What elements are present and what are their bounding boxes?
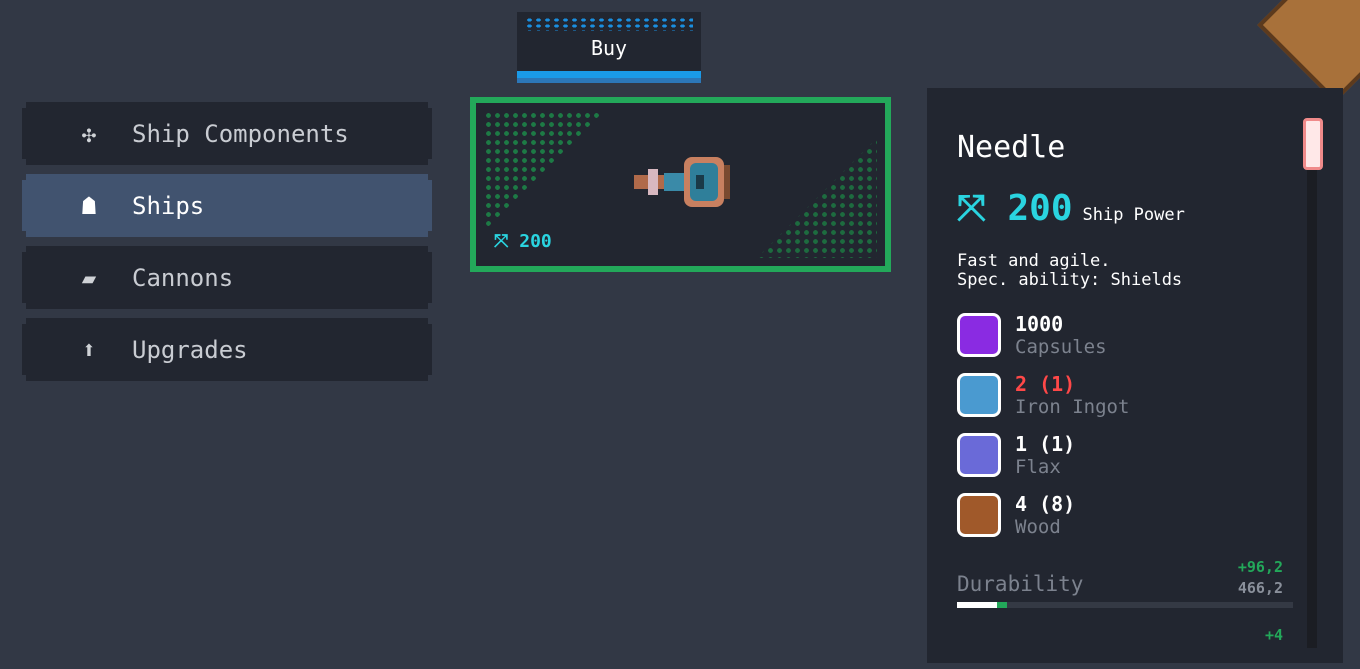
ship-power: ⤧ 200 Ship Power bbox=[957, 188, 1185, 230]
menu-item-cannons[interactable]: ▰ Cannons bbox=[22, 246, 432, 309]
capsule-icon bbox=[957, 313, 1001, 357]
fan-icon: ✣ bbox=[81, 119, 97, 148]
tab-buy[interactable]: Buy bbox=[517, 12, 701, 83]
menu-item-label: Upgrades bbox=[132, 335, 248, 364]
menu-item-ships[interactable]: ☗ Ships bbox=[22, 174, 432, 237]
menu-item-upgrades[interactable]: ⬆ Upgrades bbox=[22, 318, 432, 381]
scrollbar-thumb[interactable] bbox=[1303, 118, 1323, 170]
cannon-icon: ▰ bbox=[81, 263, 97, 292]
needle-ship-sprite bbox=[634, 157, 730, 207]
ship-power-value: ⤧ 200 bbox=[957, 188, 1073, 229]
tab-decoration bbox=[525, 17, 693, 31]
ship-name: Needle bbox=[957, 130, 1066, 165]
resource-iron-ingot: 2 (1) Iron Ingot bbox=[957, 372, 1129, 418]
iron-ingot-icon bbox=[957, 373, 1001, 417]
durability-bar-base bbox=[957, 602, 998, 608]
flax-icon bbox=[957, 433, 1001, 477]
ship-power-label: Ship Power bbox=[1082, 205, 1185, 225]
ship-detail-panel: Needle ⤧ 200 Ship Power Fast and agile. … bbox=[927, 88, 1343, 663]
menu-item-label: Cannons bbox=[132, 263, 234, 292]
resource-qty: 1 (1) bbox=[1015, 432, 1076, 456]
resource-name: Flax bbox=[1015, 456, 1061, 478]
durability-bonus: +96,2 bbox=[1237, 558, 1283, 576]
upgrade-arrow-icon: ⬆ bbox=[81, 335, 97, 364]
resource-qty: 2 (1) bbox=[1015, 372, 1076, 396]
menu-item-label: Ship Components bbox=[132, 119, 349, 148]
resource-qty: 1000 bbox=[1015, 312, 1064, 336]
description-line: Spec. ability: Shields bbox=[957, 270, 1183, 290]
durability-value: 466,2 bbox=[1237, 579, 1283, 597]
scrollbar-track[interactable] bbox=[1307, 118, 1317, 648]
tab-active-indicator bbox=[517, 71, 701, 83]
card-ship-power: ⤧ 200 bbox=[494, 231, 552, 252]
ship-icon: ☗ bbox=[81, 191, 97, 220]
resource-flax: 1 (1) Flax bbox=[957, 432, 1075, 478]
resource-wood: 4 (8) Wood bbox=[957, 492, 1075, 538]
ship-card-needle[interactable]: ⤧ 200 bbox=[470, 97, 891, 272]
resource-name: Capsules bbox=[1015, 336, 1107, 358]
card-decoration bbox=[757, 138, 877, 258]
resource-qty: 4 (8) bbox=[1015, 492, 1076, 516]
description-line: Fast and agile. bbox=[957, 251, 1111, 271]
durability-label: Durability bbox=[957, 572, 1084, 596]
wood-icon bbox=[957, 493, 1001, 537]
resource-name: Wood bbox=[1015, 516, 1061, 538]
next-stat-bonus: +4 bbox=[1264, 626, 1283, 644]
resource-name: Iron Ingot bbox=[1015, 396, 1130, 418]
tab-buy-label: Buy bbox=[590, 36, 628, 60]
card-decoration bbox=[484, 111, 604, 231]
menu-item-ship-components[interactable]: ✣ Ship Components bbox=[22, 102, 432, 165]
durability-bar bbox=[957, 602, 1293, 608]
menu-item-label: Ships bbox=[132, 191, 205, 220]
resource-capsules: 1000 Capsules bbox=[957, 312, 1107, 358]
ship-description: Fast and agile. Spec. ability: Shields bbox=[957, 252, 1182, 290]
durability-bar-bonus bbox=[997, 602, 1008, 608]
